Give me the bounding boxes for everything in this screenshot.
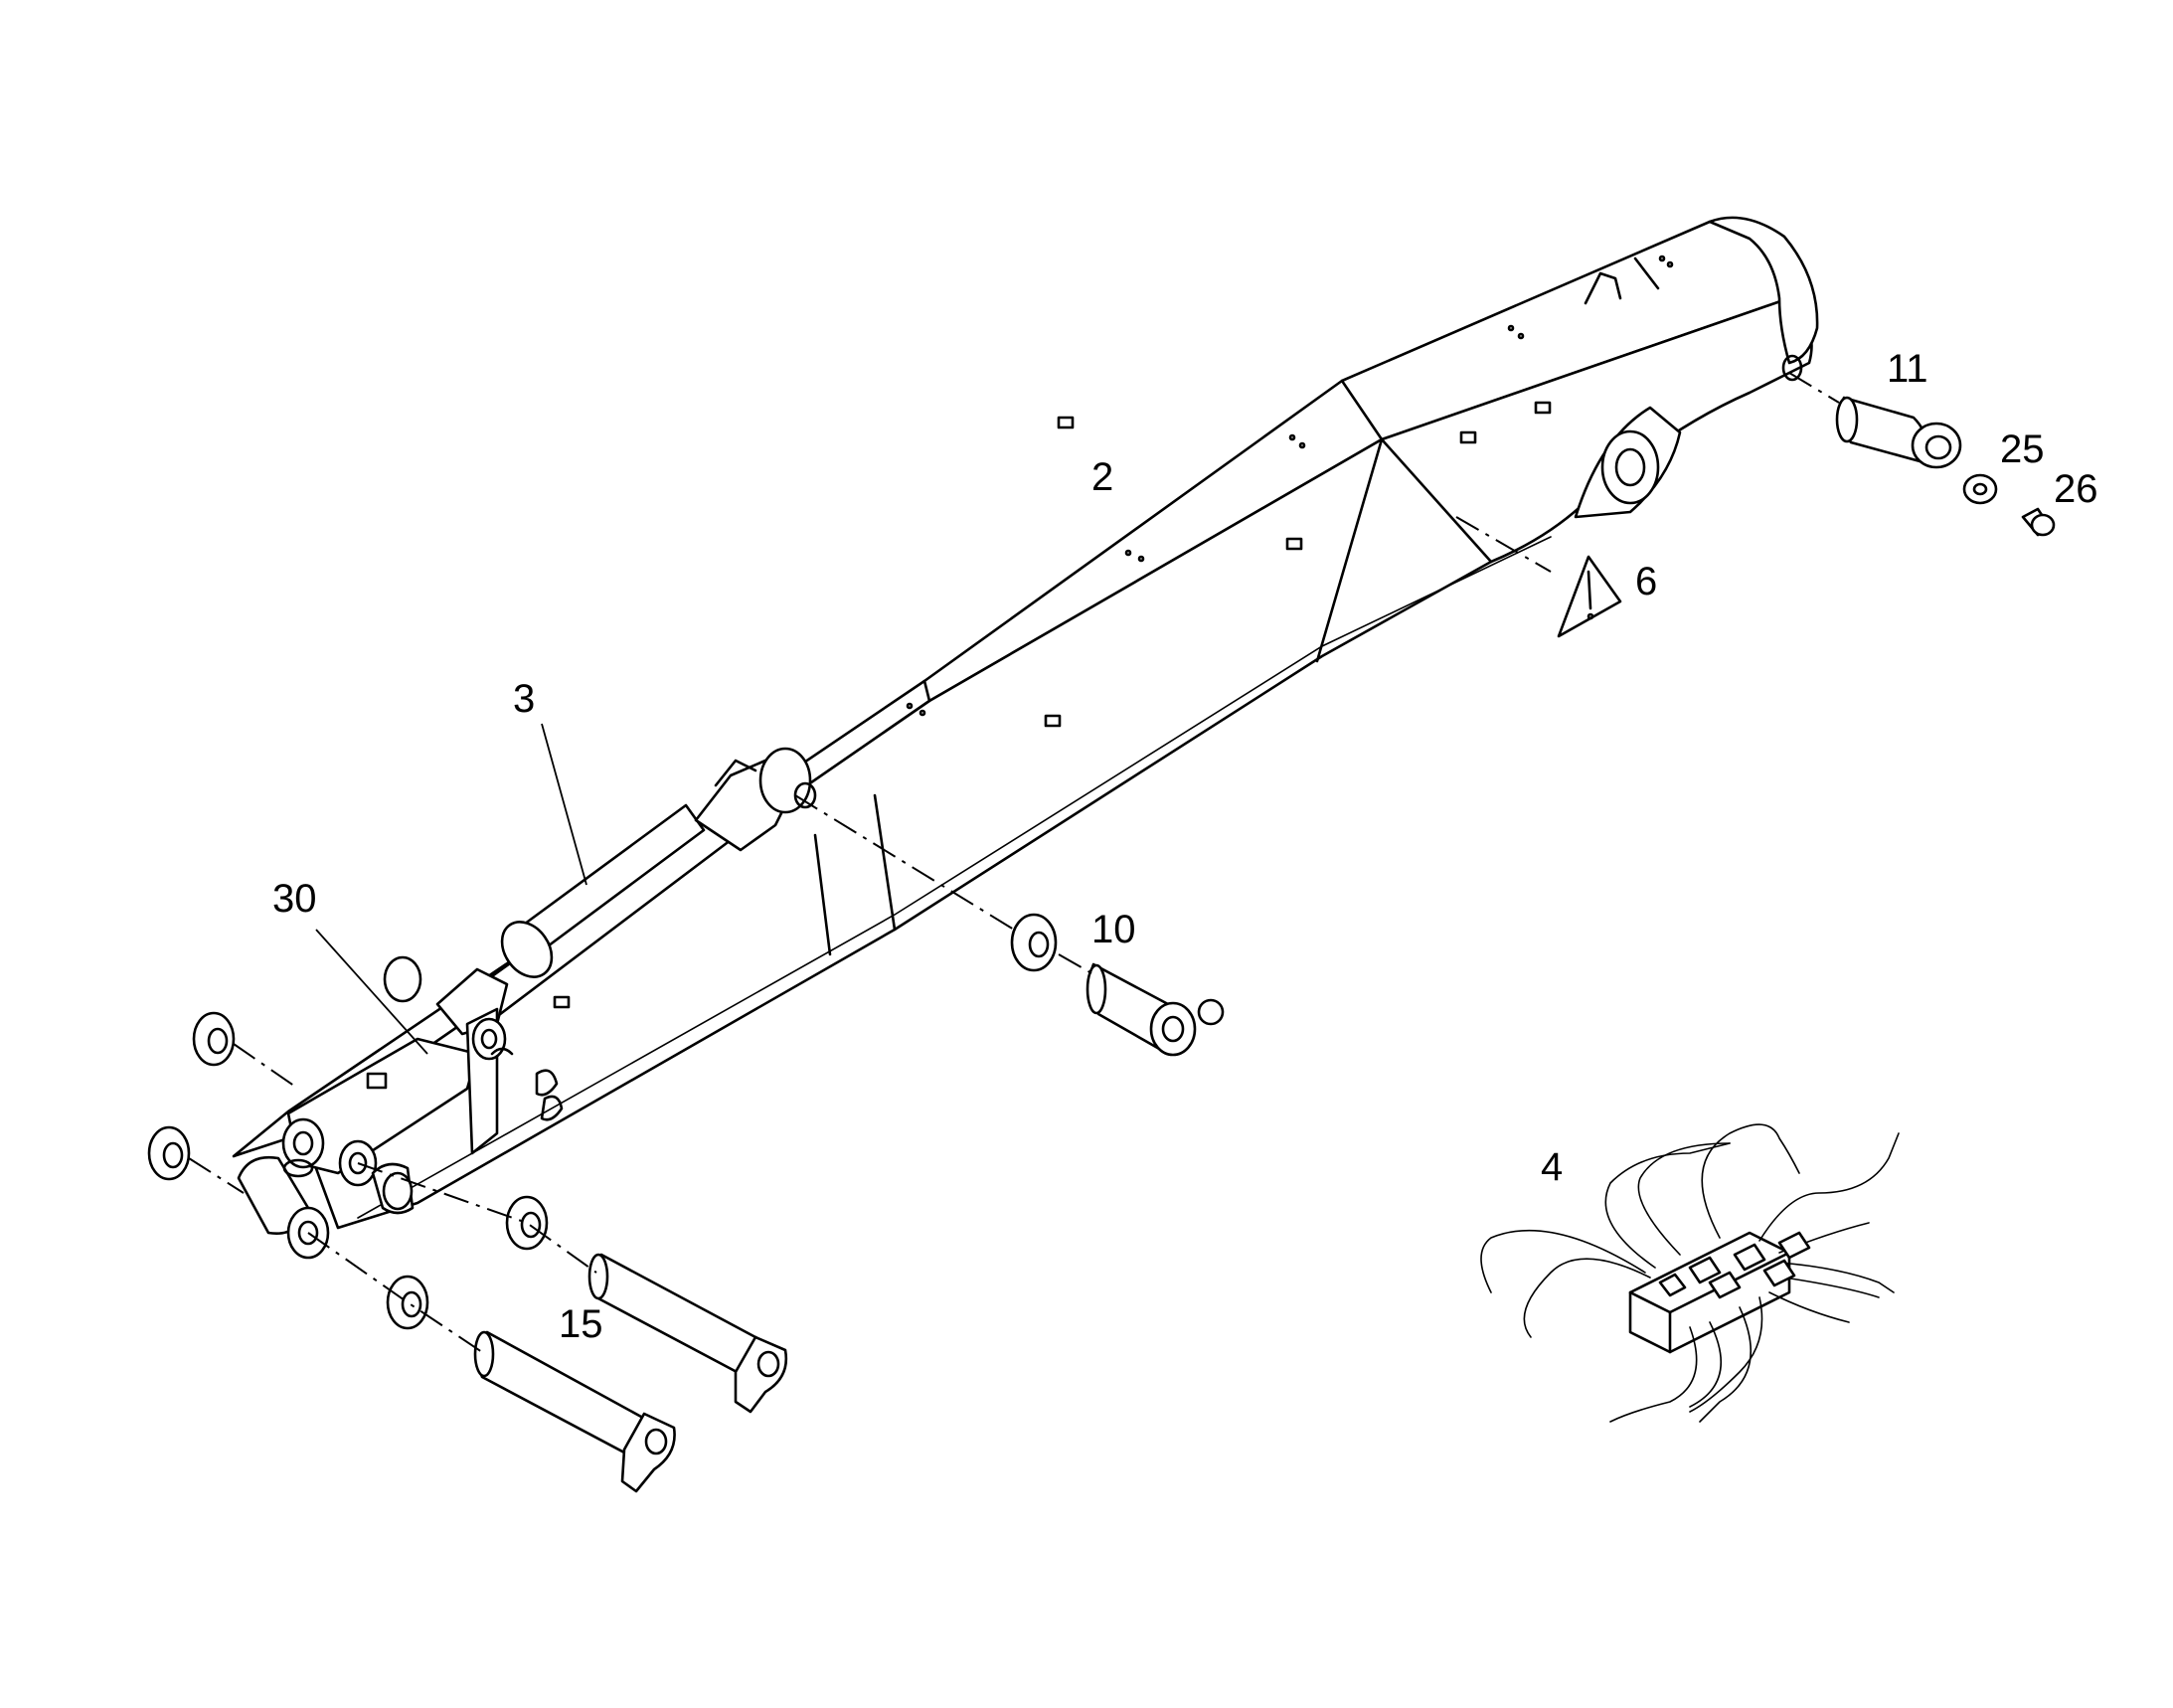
pin-15-upper[interactable] [587, 1253, 788, 1414]
pin-10[interactable] [1010, 913, 1225, 1057]
callout-3: 3 [513, 677, 535, 721]
pin-11[interactable] [1835, 396, 1962, 469]
washer-25[interactable] [1962, 473, 1998, 505]
callout-15: 15 [559, 1302, 603, 1346]
hydraulic-cylinder[interactable] [445, 747, 817, 1036]
washer-upper-left[interactable] [192, 1011, 236, 1067]
callout-6: 6 [1635, 560, 1657, 603]
leader-lines [315, 723, 587, 1055]
callout-11: 11 [1887, 347, 1928, 391]
callout-4: 4 [1541, 1145, 1563, 1189]
front-linkage[interactable] [237, 955, 564, 1260]
hose-block-assembly[interactable] [1480, 1123, 1900, 1423]
callout-26: 26 [2054, 467, 2098, 511]
callout-labels: 2 3 4 6 10 11 15 25 26 30 [272, 347, 2098, 1346]
bolt-26[interactable] [2021, 507, 2056, 537]
callout-25: 25 [2000, 427, 2045, 471]
washer-lower-right[interactable] [386, 1275, 429, 1330]
centerlines [188, 372, 1840, 1353]
pin-15-lower[interactable] [473, 1330, 676, 1493]
callout-10: 10 [1091, 908, 1136, 951]
washer-lower-left[interactable] [147, 1125, 191, 1181]
callout-30: 30 [272, 877, 317, 921]
warning-triangle-icon [1557, 555, 1622, 638]
washer-upper-right[interactable] [505, 1195, 549, 1251]
callout-2: 2 [1091, 455, 1113, 499]
